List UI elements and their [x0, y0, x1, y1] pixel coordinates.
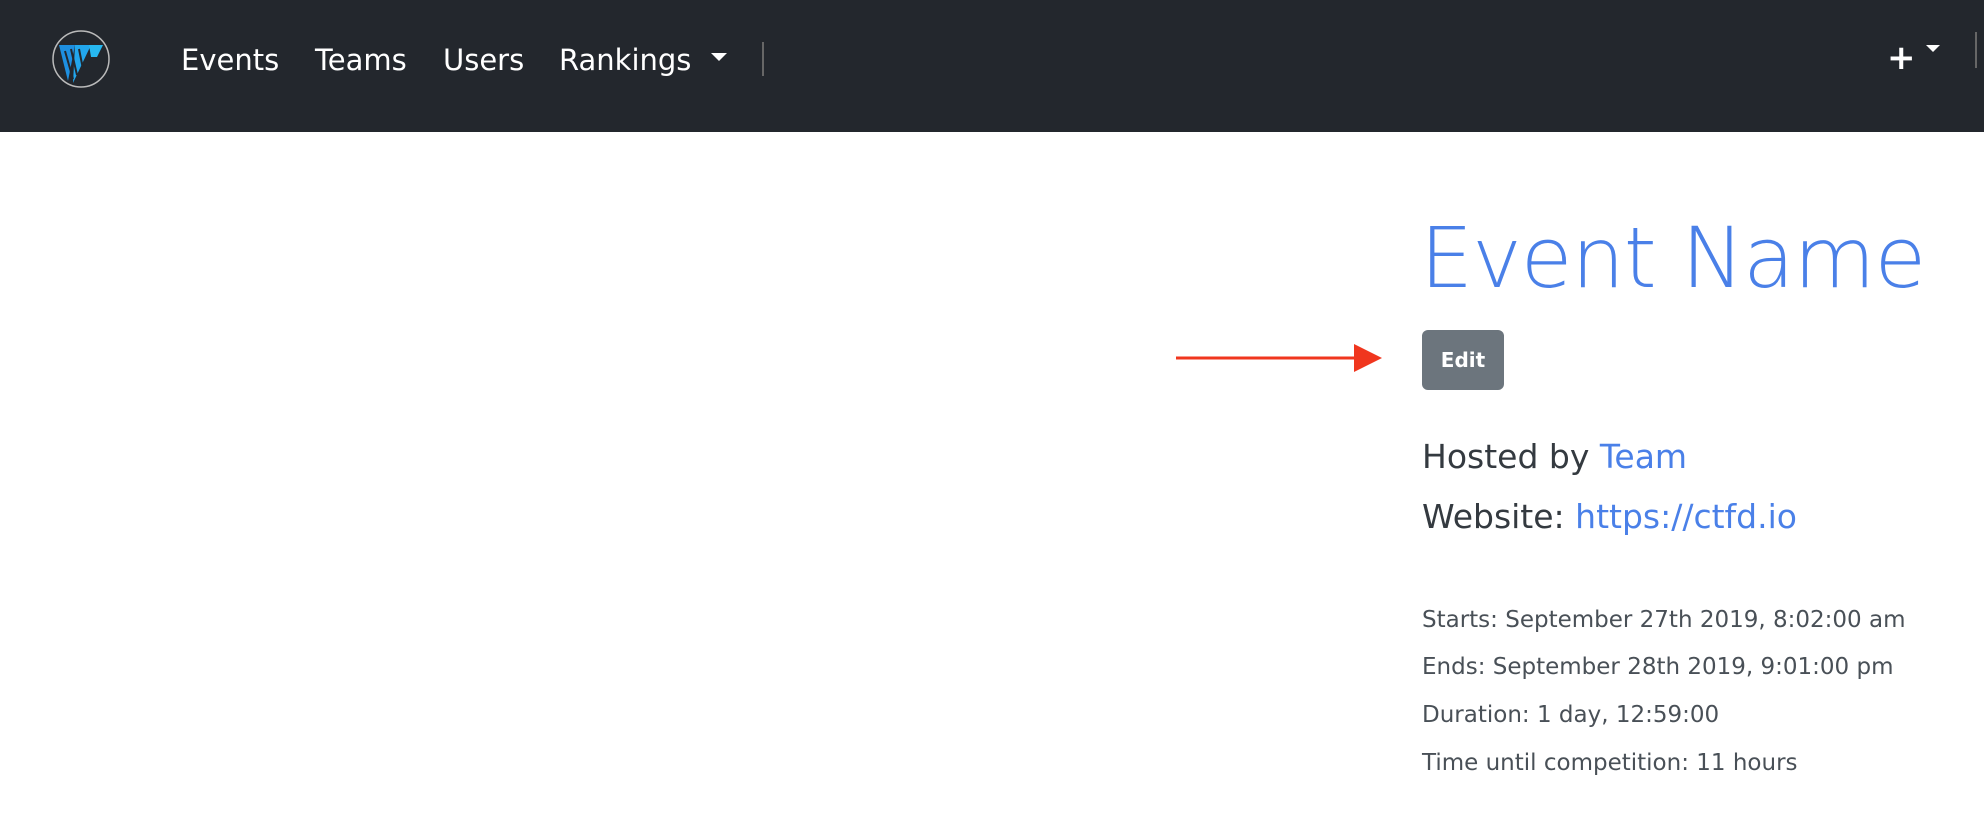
add-plus-icon[interactable]: + — [1887, 38, 1916, 78]
nav-events[interactable]: Events — [181, 43, 280, 77]
nav-divider — [762, 42, 764, 76]
nav-teams[interactable]: Teams — [315, 43, 407, 77]
nav-divider-right — [1975, 32, 1977, 68]
duration-text: Duration: 1 day, 12:59:00 — [1422, 702, 1720, 728]
rankings-caret-icon[interactable] — [711, 53, 727, 61]
host-team-link[interactable]: Team — [1599, 437, 1688, 476]
website-link[interactable]: https://ctfd.io — [1575, 497, 1797, 536]
arrow-annotation-icon — [1176, 344, 1382, 372]
nav-users[interactable]: Users — [443, 43, 525, 77]
website: Website: https://ctfd.io — [1422, 495, 1797, 539]
nav-rankings[interactable]: Rankings — [559, 43, 692, 77]
website-label: Website: — [1422, 497, 1565, 536]
time-until-text: Time until competition: 11 hours — [1422, 750, 1798, 776]
ends-text: Ends: September 28th 2019, 9:01:00 pm — [1422, 654, 1894, 680]
starts-text: Starts: September 27th 2019, 8:02:00 am — [1422, 607, 1906, 633]
event-title: Event Name — [1420, 209, 1926, 307]
hosted-by-label: Hosted by — [1422, 437, 1590, 476]
hosted-by: Hosted by Team — [1422, 435, 1687, 479]
add-caret-icon[interactable] — [1926, 45, 1940, 52]
navbar: Events Teams Users Rankings + — [0, 0, 1984, 132]
edit-button[interactable]: Edit — [1422, 330, 1504, 390]
logo-icon[interactable] — [51, 29, 111, 89]
